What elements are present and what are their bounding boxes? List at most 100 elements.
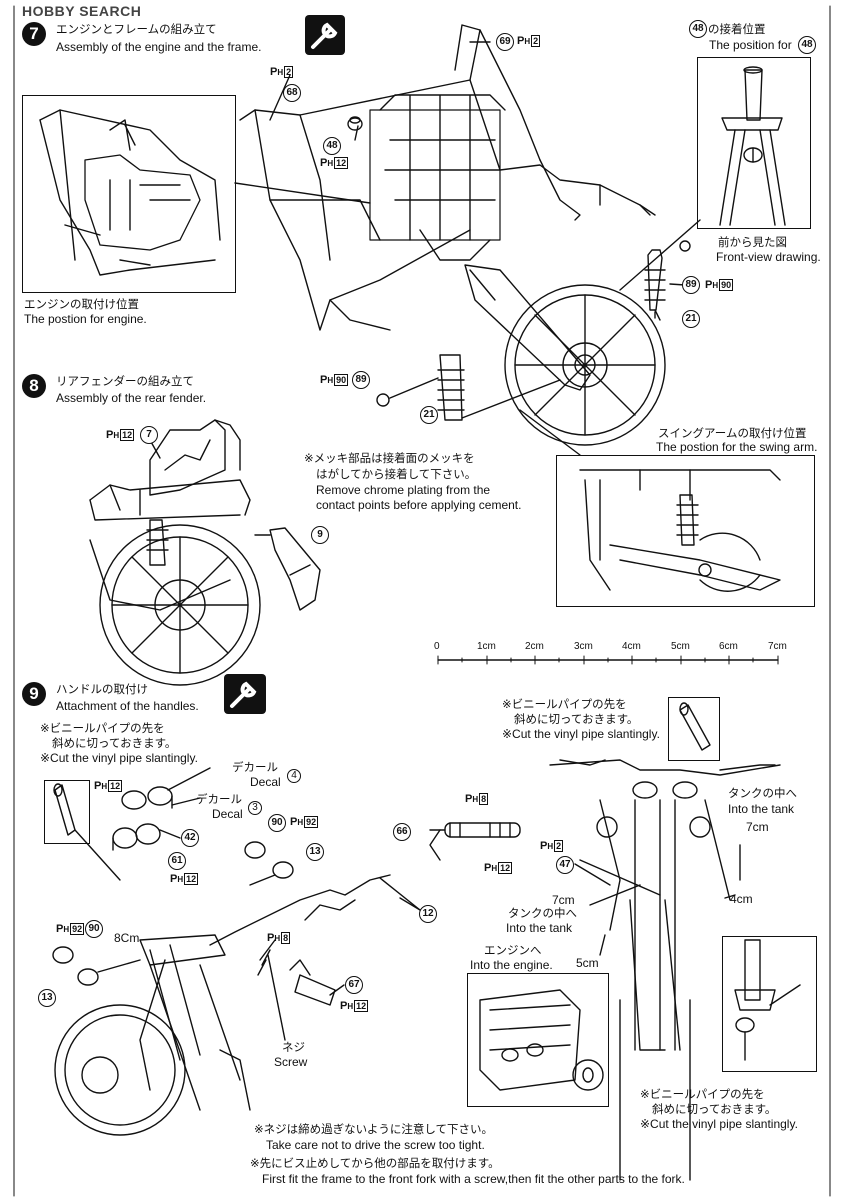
part-13-b: 13 (38, 989, 56, 1007)
part-67: 67 (345, 976, 363, 994)
length-8cm: 8Cm (114, 931, 140, 945)
length-5cm: 5cm (576, 956, 599, 970)
wrench-icon (305, 15, 345, 55)
position-48-title-jp: の接着位置 (708, 22, 766, 36)
vinyl-note-bottom-jp-1: ※ビニールパイプの先を (640, 1087, 765, 1101)
wrench-icon-step9 (224, 674, 266, 714)
engine-inset (467, 973, 609, 1107)
ruler-label-4: 4cm (622, 641, 641, 652)
engine-position-inset (22, 95, 236, 293)
decal-4-num: 4 (287, 769, 301, 783)
chrome-note-en-2: contact points before applying cement. (316, 498, 522, 512)
part-48: 48 (323, 137, 341, 155)
screw-label-jp: ネジ (282, 1040, 305, 1054)
bottom-note-en-1: Take care not to drive the screw too tig… (266, 1138, 485, 1152)
swing-arm-label-en: The postion for the swing arm. (656, 440, 818, 454)
swing-arm-inset (556, 455, 815, 607)
length-7cm-right: 7cm (746, 820, 769, 834)
ruler-label-7: 7cm (768, 641, 787, 652)
part-66: 66 (393, 823, 411, 841)
part-68: 68 (283, 84, 301, 102)
decal-3-en: Decal (212, 807, 243, 821)
vinyl-note-right-jp-2: 斜めに切っておきます。 (514, 712, 639, 726)
chrome-note-jp-1: ※メッキ部品は接着面のメッキを (304, 451, 475, 465)
tank-label-right-en: Into the tank (728, 802, 795, 816)
part-21-right: 21 (682, 310, 700, 328)
part-89-left: 89 (352, 371, 370, 389)
vinyl-note-right-en: ※Cut the vinyl pipe slantingly. (502, 727, 660, 741)
engine-position-label-en: The postion for engine. (24, 312, 147, 326)
part-13-a: 13 (306, 843, 324, 861)
step-7-number: 7 (22, 22, 46, 46)
bottom-note-jp-2: ※先にビス止めしてから他の部品を取付けます。 (250, 1156, 500, 1170)
part-89-right: 89 (682, 276, 700, 294)
ruler-label-2: 2cm (525, 641, 544, 652)
step-7-title-en: Assembly of the engine and the frame. (56, 40, 262, 54)
part-48-ref2: 48 (798, 36, 816, 54)
watermark: HOBBY SEARCH (22, 3, 142, 19)
tank-label-left-jp: タンクの中へ (508, 906, 577, 920)
bottom-note-en-2: First fit the frame to the front fork wi… (262, 1172, 685, 1186)
part-7: 7 (140, 426, 158, 444)
ruler-label-0: 0 (434, 641, 440, 652)
step-7-title-jp: エンジンとフレームの組み立て (56, 22, 217, 36)
vinyl-note-bottom-en: ※Cut the vinyl pipe slantingly. (640, 1117, 798, 1131)
chrome-note-en-1: Remove chrome plating from the (316, 483, 491, 497)
tank-label-right-jp: タンクの中へ (728, 786, 797, 800)
fork-inset-right (722, 936, 817, 1072)
vinyl-note-right-jp-1: ※ビニールパイプの先を (502, 697, 627, 711)
front-view-label-en: Front-view drawing. (716, 250, 821, 264)
decal-4-jp: デカール (232, 760, 278, 774)
screw-label-en: Screw (274, 1055, 308, 1069)
length-4cm: 4cm (730, 892, 753, 906)
chrome-note-jp-2: はがしてから接着して下さい。 (316, 467, 477, 481)
ruler-label-1: 1cm (477, 641, 496, 652)
part-48-ref: 48 (689, 20, 707, 38)
part-9: 9 (311, 526, 329, 544)
part-12: 12 (419, 905, 437, 923)
decal-4-en: Decal (250, 775, 281, 789)
part-90-b: 90 (85, 920, 103, 938)
engine-label-jp: エンジンへ (484, 943, 542, 957)
part-61: 61 (168, 852, 186, 870)
ruler-label-5: 5cm (671, 641, 690, 652)
vinyl-note-bottom-jp-2: 斜めに切っておきます。 (652, 1102, 777, 1116)
part-42: 42 (181, 829, 199, 847)
position-48-title-en: The position for (709, 38, 792, 52)
engine-label-en: Into the engine. (470, 958, 553, 972)
bottom-note-jp-1: ※ネジは締め過ぎないように注意して下さい。 (254, 1122, 494, 1136)
part-69: 69 (496, 33, 514, 51)
step-9-title-en: Attachment of the handles. (56, 699, 199, 713)
swing-arm-label-jp: スイングアームの取付け位置 (658, 426, 807, 440)
part-90-a: 90 (268, 814, 286, 832)
engine-position-label-jp: エンジンの取付け位置 (24, 297, 139, 311)
position-48-inset (697, 57, 811, 229)
step-8-number: 8 (22, 374, 46, 398)
step-8-title-jp: リアフェンダーの組み立て (56, 374, 194, 388)
part-21-left: 21 (420, 406, 438, 424)
ruler-label-3: 3cm (574, 641, 593, 652)
vinyl-pipe-inset-left (44, 780, 90, 844)
part-47: 47 (556, 856, 574, 874)
decal-3-num: 3 (248, 801, 262, 815)
step-9-title-jp: ハンドルの取付け (56, 682, 148, 696)
vinyl-note-left-jp-2: 斜めに切っておきます。 (52, 736, 177, 750)
step-9-number: 9 (22, 682, 46, 706)
length-7cm-left: 7cm (552, 893, 575, 907)
step-8-title-en: Assembly of the rear fender. (56, 391, 207, 405)
front-view-label-jp: 前から見た図 (718, 235, 787, 249)
